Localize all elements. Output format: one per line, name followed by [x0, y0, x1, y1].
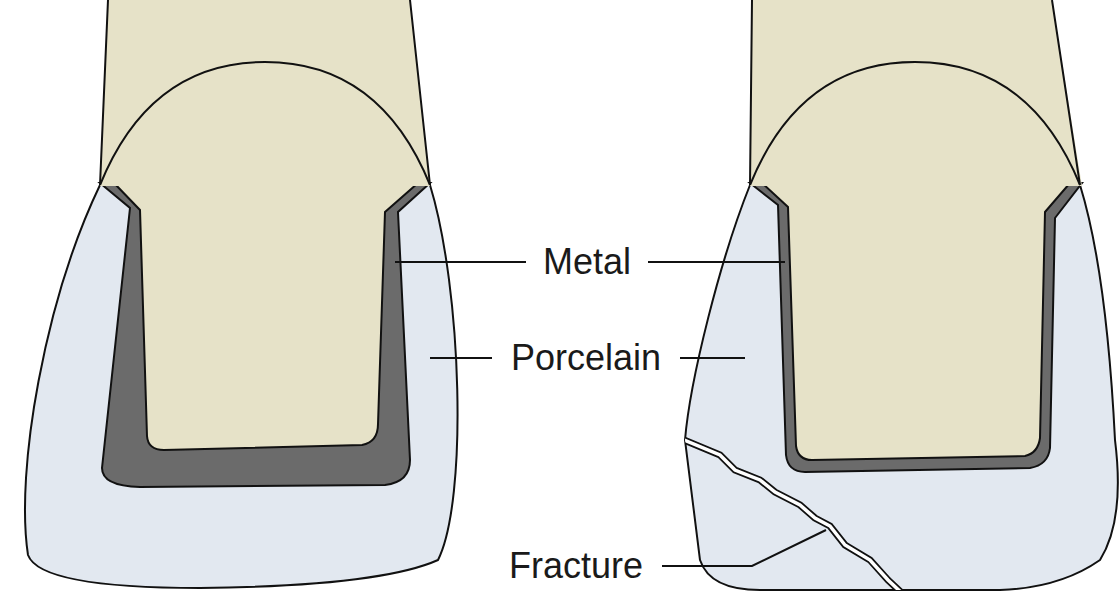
part-label: Metal: [543, 242, 631, 282]
intact-crown: [25, 0, 458, 588]
root-outline: [750, 0, 1080, 185]
part-label: Porcelain: [511, 338, 661, 378]
tooth-root: [750, 0, 1082, 186]
leader-line: [680, 357, 745, 359]
root-outline: [100, 0, 430, 185]
leader-line: [395, 261, 526, 263]
crack-gap: [684, 440, 905, 592]
metal-coping: [100, 183, 430, 487]
pulp-arc: [750, 62, 1080, 185]
fractured-crown: [684, 0, 1118, 592]
pulp-arc: [100, 62, 430, 185]
leader-line: [648, 261, 785, 263]
tooth-preparation: [762, 183, 1070, 460]
fracture-crack: [684, 440, 905, 592]
metal-coping: [750, 183, 1082, 472]
leader-lines: [395, 262, 826, 566]
leader-line: [662, 530, 826, 566]
tooth-preparation: [114, 183, 418, 450]
tooth-root: [100, 0, 430, 186]
part-label: Fracture: [509, 546, 643, 586]
leader-line: [430, 357, 492, 359]
crack-edge: [684, 440, 905, 592]
